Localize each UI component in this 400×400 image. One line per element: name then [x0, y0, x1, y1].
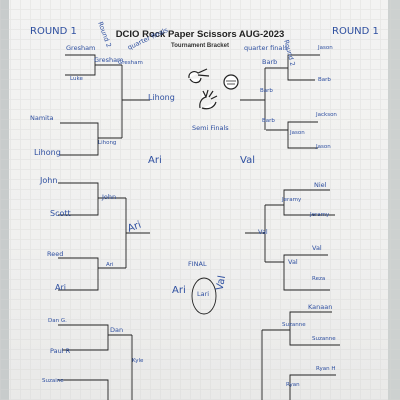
- round1-left-heading: ROUND 1: [30, 26, 77, 37]
- left-r1-name: Suzaine: [42, 378, 64, 384]
- right-frame: [388, 0, 400, 400]
- right-r1-name: Reza: [312, 276, 326, 282]
- left-r1-name: Lihong: [34, 148, 61, 157]
- right-r1-name: Jackson: [316, 112, 337, 118]
- right-r1-name: Val: [312, 244, 322, 252]
- left-r2-name: Gresham: [94, 56, 124, 64]
- right-r1-name: Jason: [318, 45, 333, 51]
- right-r2-name: Jason: [290, 130, 305, 136]
- left-r2-name: Dan: [110, 326, 124, 334]
- quarter-finals-right-heading: quarter finals: [244, 44, 288, 52]
- left-r2-name: Lihong: [98, 140, 117, 146]
- round1-right-heading: ROUND 1: [332, 26, 379, 37]
- right-r2-name: Jeramy: [282, 197, 302, 203]
- right-r2-name: Ryan: [286, 382, 300, 388]
- left-r1-name: Gresham: [66, 44, 96, 52]
- left-quarter-name: Gresham: [118, 60, 143, 66]
- right-r1-name: Ryan H: [316, 366, 336, 372]
- right-r1-name: Jason: [316, 144, 331, 150]
- rock-hand-icon: [223, 74, 239, 90]
- left-r1-name: John: [40, 176, 58, 185]
- left-r1-name: Luke: [70, 76, 83, 82]
- final-heading: FINAL: [188, 260, 207, 268]
- right-r2-name: Suzanne: [282, 322, 306, 328]
- right-r1-name: Niel: [314, 181, 327, 189]
- left-r2-name: John: [102, 193, 117, 201]
- left-quarter-name: Lihong: [148, 93, 175, 102]
- paper-hand-icon: [199, 89, 218, 110]
- semi-finals-heading: Semi Finals: [192, 124, 229, 132]
- left-r1-name: Dan G.: [48, 318, 67, 324]
- final-winner-name: Lari: [197, 290, 210, 298]
- left-semi-name: Ari: [148, 155, 162, 166]
- right-r1-name: Suzanne: [312, 336, 336, 342]
- bracket-title: DCIO Rock Paper Scissors AUG-2023: [115, 29, 285, 40]
- left-r1-name: Namita: [30, 114, 54, 122]
- left-r1-name: Reed: [47, 250, 64, 258]
- final-left-name: Ari: [172, 285, 186, 296]
- right-semi-name: Val: [240, 155, 255, 166]
- right-r1-name: Barb: [318, 77, 331, 83]
- right-r2-name: Barb: [262, 58, 278, 66]
- right-r1-name: Kanaan: [308, 303, 333, 311]
- right-quarter-name: Val: [258, 228, 268, 236]
- right-quarter-name: Barb: [260, 88, 273, 94]
- left-r2-name: Kyle: [132, 358, 144, 364]
- left-r2-name: Ari: [106, 262, 114, 268]
- left-r1-name: Ari: [55, 283, 66, 292]
- right-r2-name: Val: [288, 258, 298, 266]
- left-r1-name: Paul R: [50, 347, 71, 355]
- right-quarter-name: Barb: [262, 118, 275, 124]
- scissors-hand-icon: [188, 68, 210, 84]
- left-r1-name: Scott: [50, 209, 71, 218]
- left-frame: [0, 0, 9, 400]
- bracket-subtitle: Tournament Bracket: [171, 43, 229, 49]
- right-r1-name: Jeramy: [310, 212, 330, 218]
